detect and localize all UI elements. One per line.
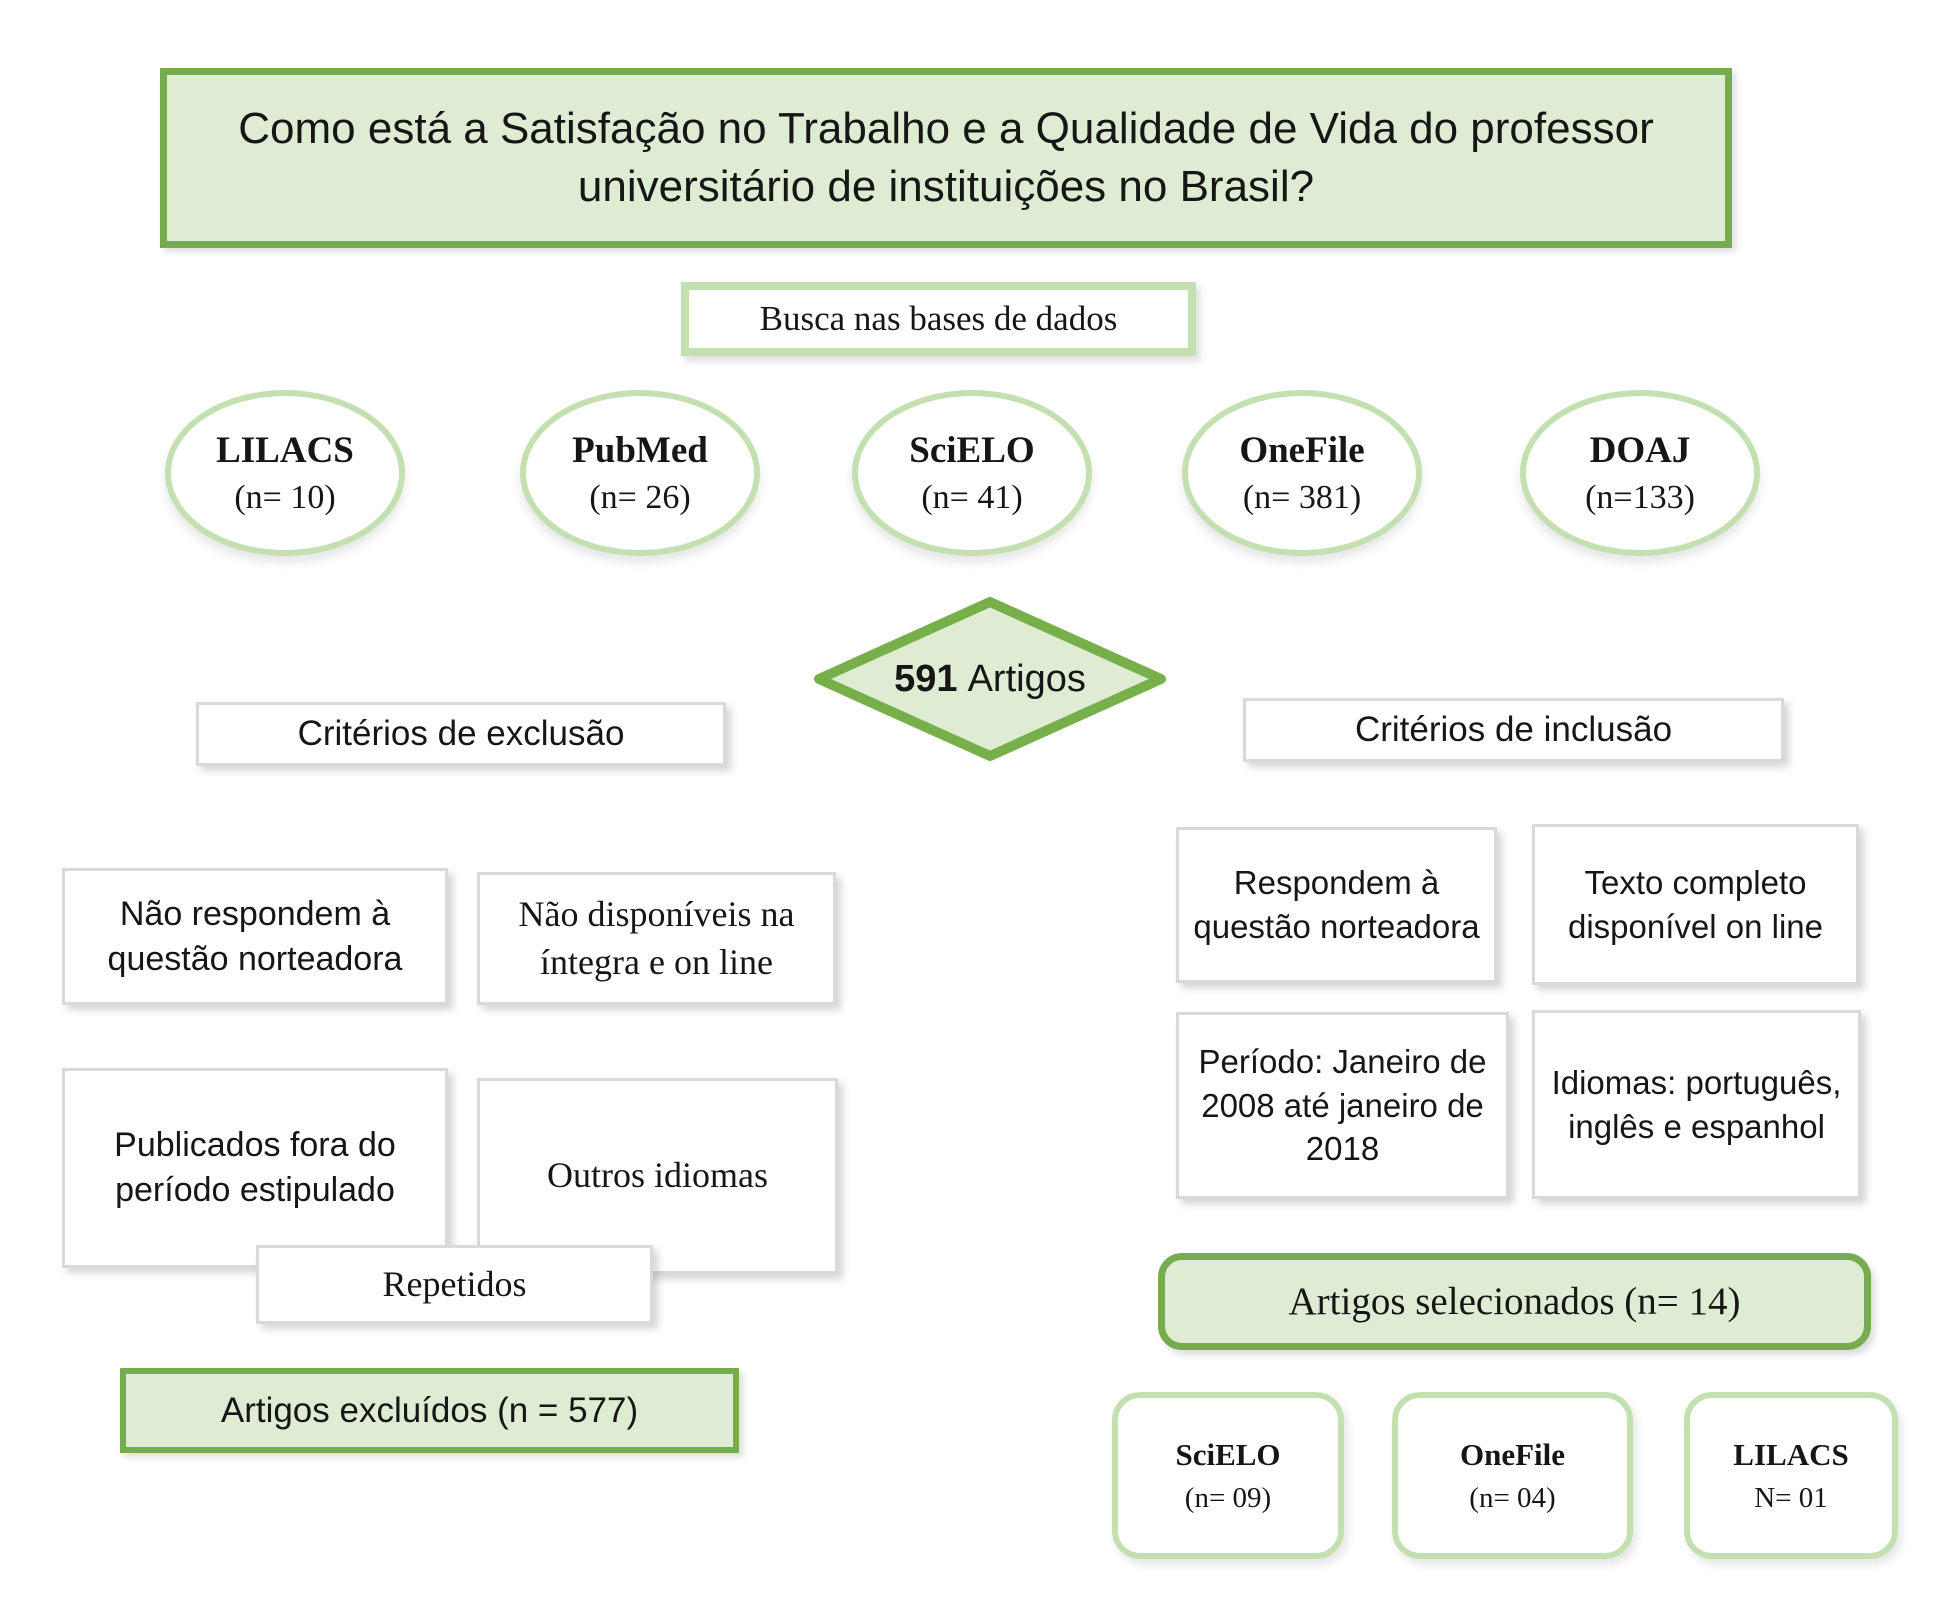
diamond-shape-icon: [814, 597, 1166, 761]
inclusion-item-answer-question: Respondem à questão norteadora: [1176, 827, 1497, 983]
database-name: LILACS: [216, 430, 354, 471]
database-search-box: Busca nas bases de dados: [681, 282, 1196, 356]
source-count: N= 01: [1754, 1481, 1828, 1514]
exclusion-item-not-available: Não disponíveis na íntegra e on line: [477, 872, 836, 1005]
database-name: SciELO: [909, 430, 1035, 471]
database-name: PubMed: [572, 430, 708, 471]
inclusion-item-full-text: Texto completo disponível on line: [1532, 824, 1859, 985]
database-count: (n= 381): [1242, 479, 1362, 516]
selected-source-lilacs: LILACS N= 01: [1684, 1392, 1898, 1559]
database-name: DOAJ: [1589, 430, 1691, 471]
database-ellipse-lilacs: LILACS (n= 10): [165, 390, 405, 556]
inclusion-item-languages: Idiomas: português, inglês e espanhol: [1532, 1010, 1861, 1199]
excluded-articles-result: Artigos excluídos (n = 577): [120, 1368, 739, 1453]
exclusion-criteria-header: Critérios de exclusão: [196, 702, 726, 766]
exclusion-item-other-languages: Outros idiomas: [477, 1078, 838, 1274]
exclusion-item-repeated: Repetidos: [256, 1245, 653, 1324]
exclusion-item-out-of-period: Publicados fora do período estipulado: [62, 1068, 448, 1268]
inclusion-criteria-header: Critérios de inclusão: [1243, 698, 1784, 762]
selected-source-onefile: OneFile (n= 04): [1392, 1392, 1633, 1559]
selected-source-scielo: SciELO (n= 09): [1112, 1392, 1344, 1559]
source-count: (n= 09): [1184, 1481, 1272, 1514]
database-name: OneFile: [1239, 430, 1365, 471]
database-count: (n= 41): [921, 479, 1023, 516]
source-name: SciELO: [1175, 1436, 1281, 1472]
database-ellipse-scielo: SciELO (n= 41): [852, 390, 1092, 556]
research-question-title: Como está a Satisfação no Trabalho e a Q…: [160, 68, 1732, 248]
exclusion-item-no-answer: Não respondem à questão norteadora: [62, 868, 448, 1005]
database-ellipse-doaj: DOAJ (n=133): [1520, 390, 1760, 556]
database-ellipse-pubmed: PubMed (n= 26): [520, 390, 760, 556]
database-ellipse-onefile: OneFile (n= 381): [1182, 390, 1422, 556]
total-articles-text: Artigos: [967, 657, 1086, 700]
selected-articles-result: Artigos selecionados (n= 14): [1158, 1253, 1871, 1350]
source-count: (n= 04): [1469, 1481, 1556, 1514]
database-count: (n= 26): [589, 479, 691, 516]
database-count: (n= 10): [234, 479, 336, 516]
total-articles-number: 591: [894, 657, 958, 700]
source-name: OneFile: [1459, 1436, 1566, 1472]
database-count: (n=133): [1585, 479, 1695, 516]
inclusion-item-period: Período: Janeiro de 2008 até janeiro de …: [1176, 1012, 1509, 1199]
source-name: LILACS: [1733, 1436, 1849, 1472]
